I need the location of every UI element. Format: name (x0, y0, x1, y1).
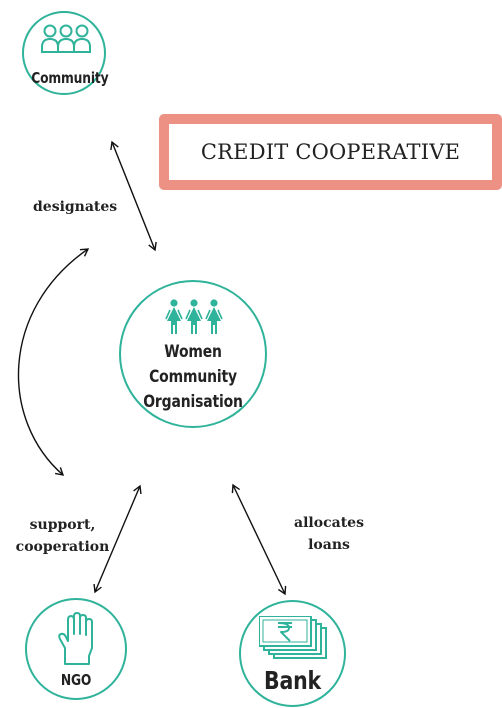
arrow-women-ngo (93, 484, 142, 594)
designates-label: designates (33, 199, 118, 215)
arrow-women-bank (231, 483, 287, 596)
allocates-line-2: loans (308, 537, 350, 553)
arrow-community-women (110, 140, 157, 252)
ngo-label: NGO (60, 671, 92, 689)
women-label-line-2: Community (149, 367, 237, 387)
bank-label: Bank (263, 666, 322, 695)
credit-cooperative-box: CREDIT COOPERATIVE (159, 114, 502, 190)
support-line-1: support, (29, 517, 96, 533)
support-line-2: cooperation (15, 539, 110, 555)
credit-cooperative-label: CREDIT COOPERATIVE (200, 140, 461, 164)
support-cooperation-label: support, cooperation (10, 514, 115, 558)
women-label-line-1: Women (164, 342, 222, 362)
ngo-node: NGO (25, 598, 127, 700)
three-women-icon (165, 299, 223, 334)
allocates-line-1: allocates (294, 515, 364, 531)
arrow-loop-designates (17, 248, 90, 476)
allocates-loans-label: allocates loans (284, 512, 374, 556)
bank-node: Bank (239, 600, 346, 707)
community-label: Community (31, 69, 109, 87)
rupee-banknotes-icon (259, 616, 327, 659)
community-node: Community (22, 11, 109, 95)
raised-hand-icon (58, 612, 93, 665)
group-of-people-icon (41, 24, 91, 53)
women-community-organisation-node: Women Community Organisation (119, 280, 267, 428)
women-label-line-3: Organisation (143, 392, 243, 412)
